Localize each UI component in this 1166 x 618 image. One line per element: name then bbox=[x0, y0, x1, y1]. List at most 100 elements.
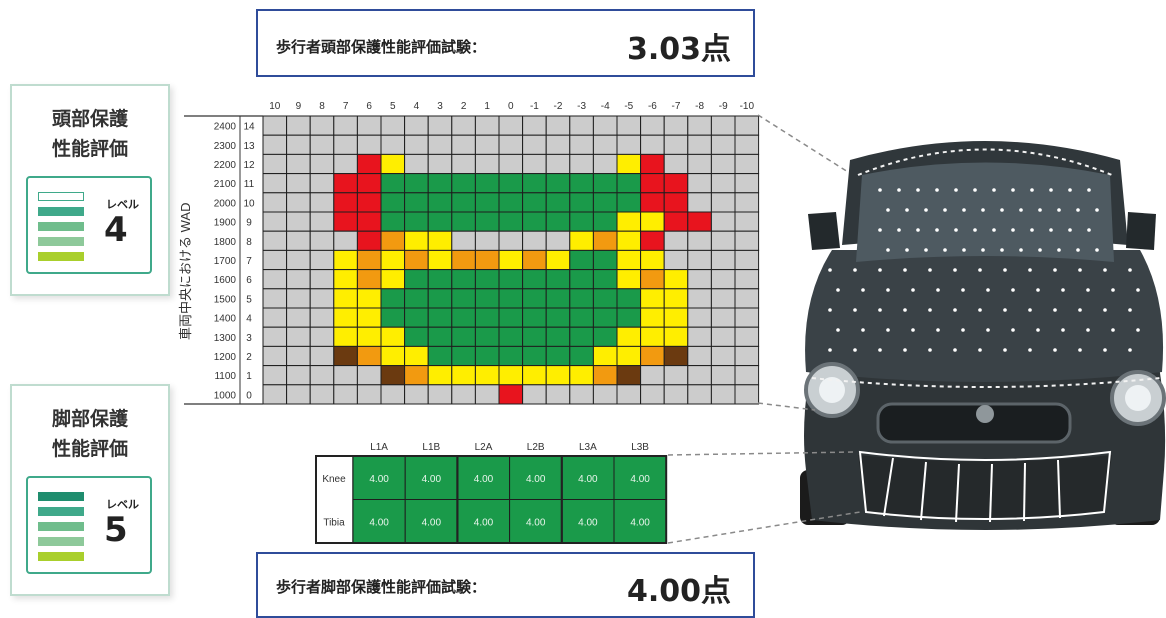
grid-cell bbox=[522, 153, 547, 175]
y-wad-label: 1300 bbox=[214, 333, 237, 344]
test-point bbox=[916, 188, 920, 192]
grid-cell bbox=[663, 326, 689, 347]
grid-cell bbox=[663, 134, 689, 155]
car-windshield bbox=[856, 162, 1114, 262]
leader-line-table-top bbox=[667, 451, 856, 456]
test-point bbox=[1086, 288, 1090, 292]
test-point bbox=[1128, 348, 1132, 352]
test-point bbox=[1076, 248, 1080, 252]
grid-cell bbox=[286, 230, 311, 251]
leader-line-table-bottom bbox=[667, 511, 861, 544]
leg-cell bbox=[613, 455, 667, 500]
grid-cell bbox=[640, 288, 665, 309]
test-point bbox=[1095, 248, 1099, 252]
grid-cell bbox=[309, 230, 335, 251]
grid-cell bbox=[380, 345, 406, 367]
test-point bbox=[878, 268, 882, 272]
grid-cell bbox=[474, 345, 500, 367]
grid-cell bbox=[380, 173, 406, 194]
x-tick-label: 1 bbox=[484, 101, 490, 112]
grid-cell bbox=[710, 288, 736, 309]
grid-cell bbox=[663, 211, 689, 232]
test-point bbox=[1028, 268, 1032, 272]
test-point bbox=[1030, 188, 1034, 192]
head-test-title-box: 歩行者頭部保護性能評価試験： 3.03点 bbox=[256, 9, 755, 77]
grid-cell bbox=[451, 230, 476, 251]
grid-cell bbox=[687, 326, 712, 347]
grid-cell bbox=[286, 345, 311, 367]
grid-cell bbox=[522, 384, 547, 405]
grid-cell bbox=[333, 134, 358, 155]
leg-column-header: L1A bbox=[370, 442, 388, 453]
car-mirror-left bbox=[808, 212, 840, 250]
grid-cell bbox=[356, 288, 382, 309]
car-emblem-icon bbox=[976, 405, 994, 423]
head-level-bar-2 bbox=[38, 237, 84, 246]
grid-cell bbox=[734, 153, 760, 175]
grid-cell bbox=[356, 173, 382, 194]
grid-cell bbox=[687, 249, 712, 271]
test-point bbox=[936, 328, 940, 332]
test-point bbox=[973, 188, 977, 192]
test-point bbox=[836, 328, 840, 332]
grid-cell bbox=[545, 249, 571, 271]
test-point bbox=[928, 308, 932, 312]
grid-cell bbox=[286, 269, 311, 290]
test-point bbox=[1068, 228, 1072, 232]
test-point bbox=[1036, 288, 1040, 292]
test-point bbox=[861, 328, 865, 332]
grid-cell bbox=[710, 115, 736, 136]
grid-cell bbox=[427, 326, 453, 347]
grid-cell bbox=[522, 345, 547, 367]
test-point bbox=[1038, 248, 1042, 252]
grid-cell bbox=[522, 173, 547, 194]
grid-cell bbox=[451, 288, 476, 309]
test-point bbox=[1028, 308, 1032, 312]
leg-cell-value: 4.00 bbox=[578, 474, 598, 485]
leg-cell-value: 4.00 bbox=[578, 517, 598, 528]
grid-cell bbox=[710, 345, 736, 367]
grid-cell bbox=[545, 365, 571, 386]
grid-cell bbox=[262, 211, 288, 232]
grid-cell bbox=[474, 384, 500, 405]
test-point bbox=[828, 268, 832, 272]
grid-cell bbox=[710, 326, 736, 347]
grid-cell bbox=[380, 153, 406, 175]
grid-cell bbox=[710, 269, 736, 290]
grid-cell bbox=[309, 384, 335, 405]
y-index-label: 2 bbox=[246, 352, 252, 363]
grid-cell bbox=[380, 230, 406, 251]
x-tick-label: 2 bbox=[461, 101, 467, 112]
test-point bbox=[1078, 348, 1082, 352]
y-index-label: 7 bbox=[246, 256, 252, 267]
grid-cell bbox=[474, 365, 500, 386]
grid-cell bbox=[404, 288, 429, 309]
test-point bbox=[878, 188, 882, 192]
leg-card-title-line2: 性能評価 bbox=[51, 438, 128, 460]
grid-cell bbox=[498, 365, 524, 386]
grid-cell bbox=[262, 115, 288, 136]
grid-cell bbox=[286, 153, 311, 175]
grid-cell bbox=[286, 288, 311, 309]
test-point bbox=[878, 348, 882, 352]
grid-cell bbox=[640, 384, 665, 405]
grid-cell bbox=[663, 192, 689, 213]
grid-cell bbox=[663, 173, 689, 194]
grid-cell bbox=[333, 115, 358, 136]
leg-cell bbox=[352, 499, 406, 544]
grid-cell bbox=[545, 384, 571, 405]
grid-cell bbox=[734, 326, 760, 347]
grid-cell bbox=[451, 326, 476, 347]
x-tick-label: -9 bbox=[719, 101, 728, 112]
grid-cell bbox=[333, 384, 358, 405]
head-level-word: レベル bbox=[106, 198, 139, 211]
grid-cell bbox=[687, 269, 712, 290]
grid-cell bbox=[710, 173, 736, 194]
grid-cell bbox=[427, 307, 453, 328]
test-point bbox=[1128, 308, 1132, 312]
head-level-bar-1 bbox=[38, 252, 84, 261]
leg-table-border bbox=[315, 455, 668, 544]
x-tick-label: -7 bbox=[672, 101, 681, 112]
grid-cell bbox=[545, 230, 571, 251]
grid-cell bbox=[640, 153, 665, 175]
